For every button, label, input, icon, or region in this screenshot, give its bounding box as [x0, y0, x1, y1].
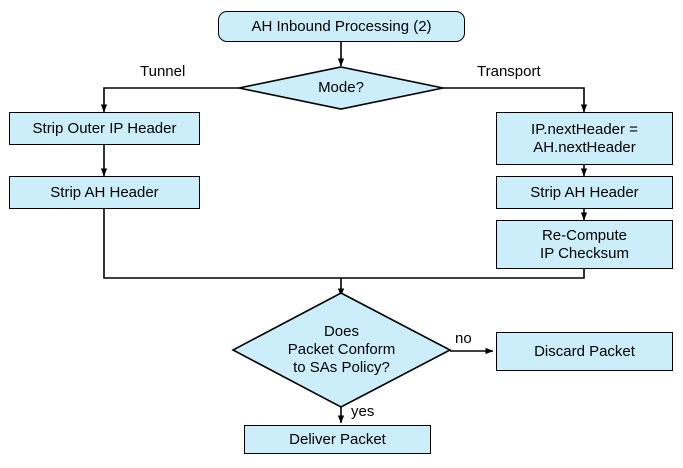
- node-strip-ah-header-transport[interactable]: Strip AH Header: [496, 176, 673, 209]
- node-recompute-ip-checksum-label: Re-Compute IP Checksum: [540, 226, 629, 262]
- node-discard-packet[interactable]: Discard Packet: [496, 332, 673, 371]
- node-strip-outer-ip-header[interactable]: Strip Outer IP Header: [9, 112, 200, 145]
- node-strip-outer-ip-header-label: Strip Outer IP Header: [32, 119, 177, 137]
- edge-label-yes: yes: [351, 404, 374, 420]
- edge-label-no: no: [455, 331, 472, 347]
- node-ip-next-header[interactable]: IP.nextHeader = AH.nextHeader: [496, 112, 673, 165]
- edge-left-merge: [103, 209, 341, 279]
- edge-mode-to-transport: [443, 87, 588, 113]
- node-deliver-packet[interactable]: Deliver Packet: [244, 425, 431, 454]
- edge-label-tunnel: Tunnel: [140, 64, 185, 80]
- node-deliver-packet-label: Deliver Packet: [289, 430, 386, 448]
- node-discard-packet-label: Discard Packet: [534, 342, 635, 360]
- node-strip-ah-header-tunnel[interactable]: Strip AH Header: [9, 176, 200, 209]
- node-ip-next-header-label: IP.nextHeader = AH.nextHeader: [531, 120, 638, 156]
- edge-label-transport: Transport: [477, 64, 541, 80]
- node-start[interactable]: AH Inbound Processing (2): [218, 11, 465, 42]
- policy-decision-shape[interactable]: [231, 292, 452, 408]
- mode-decision-shape[interactable]: [238, 66, 444, 110]
- node-strip-ah-header-tunnel-label: Strip AH Header: [50, 183, 159, 201]
- edge-label-tunnel-text: Tunnel: [140, 63, 186, 80]
- edge-label-yes-text: yes: [351, 403, 375, 420]
- edge-label-no-text: no: [455, 330, 472, 347]
- node-recompute-ip-checksum[interactable]: Re-Compute IP Checksum: [496, 220, 673, 269]
- edge-right-merge: [341, 269, 585, 279]
- node-start-label: AH Inbound Processing (2): [251, 17, 432, 35]
- edge-mode-to-tunnel: [100, 87, 240, 113]
- node-strip-ah-header-transport-label: Strip AH Header: [530, 183, 639, 201]
- edge-label-transport-text: Transport: [477, 63, 541, 80]
